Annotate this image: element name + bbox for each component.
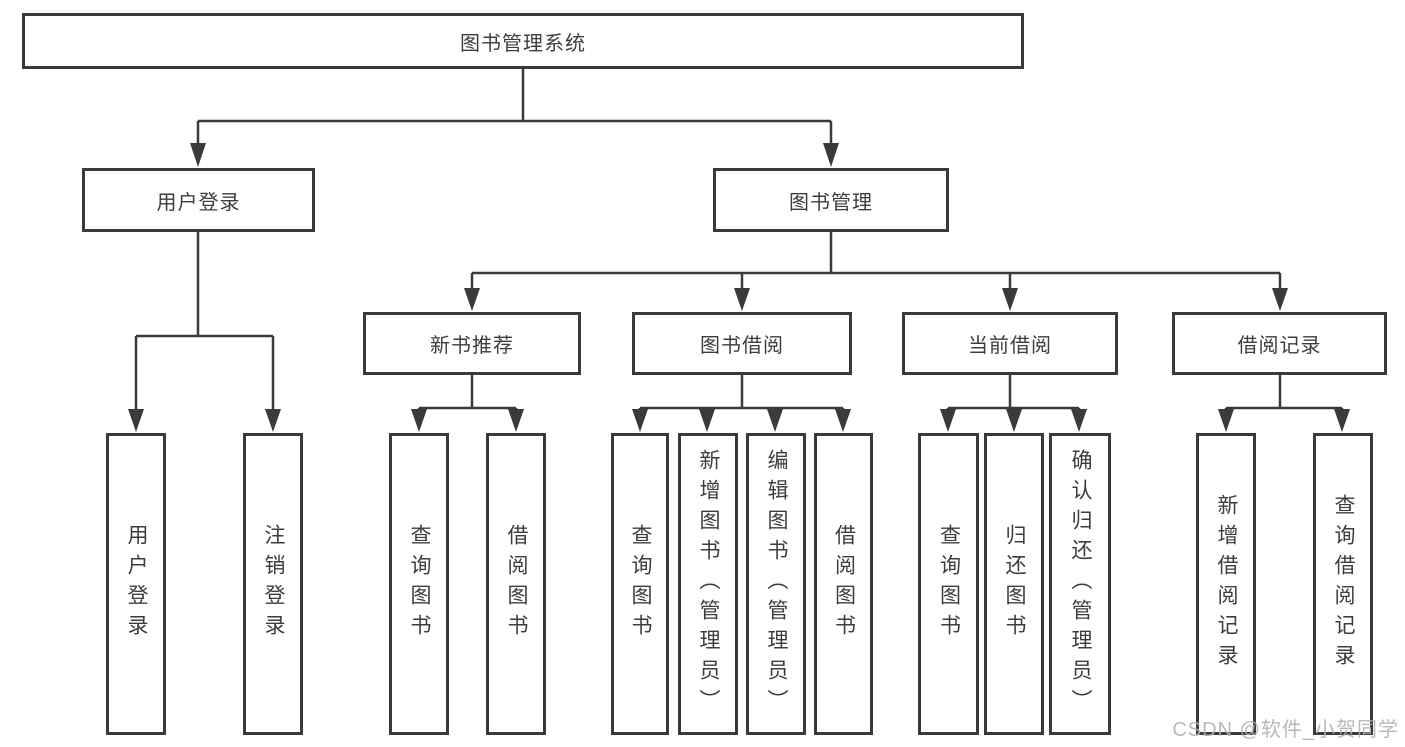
leaf-newbook-borrow-label: 借阅图书 bbox=[505, 524, 528, 644]
leaf-borrow-add-label: 新增图书（管理员） bbox=[697, 449, 720, 719]
node-user-login: 用户登录 bbox=[82, 168, 315, 232]
leaf-records-query: 查询借阅记录 bbox=[1313, 433, 1373, 735]
leaf-records-add: 新增借阅记录 bbox=[1196, 433, 1256, 735]
leaf-borrow-add: 新增图书（管理员） bbox=[678, 433, 738, 735]
leaf-current-query: 查询图书 bbox=[918, 433, 979, 735]
leaf-user-login: 用户登录 bbox=[106, 433, 166, 735]
leaf-newbook-query-label: 查询图书 bbox=[408, 524, 431, 644]
node-book-management-label: 图书管理 bbox=[789, 191, 873, 214]
node-borrow-records-label: 借阅记录 bbox=[1237, 335, 1322, 357]
leaf-current-return: 归还图书 bbox=[984, 433, 1044, 735]
leaf-borrow-query: 查询图书 bbox=[611, 433, 669, 735]
node-current-borrow-label: 当前借阅 bbox=[968, 335, 1052, 357]
node-root: 图书管理系统 bbox=[22, 13, 1024, 69]
node-book-borrow-label: 图书借阅 bbox=[700, 335, 784, 357]
node-borrow-records: 借阅记录 bbox=[1172, 312, 1387, 375]
leaf-current-confirm-return-label: 确认归还（管理员） bbox=[1069, 449, 1092, 719]
node-root-label: 图书管理系统 bbox=[460, 32, 586, 55]
node-book-borrow: 图书借阅 bbox=[632, 312, 852, 375]
leaf-borrow-query-label: 查询图书 bbox=[629, 524, 652, 644]
leaf-borrow-borrow: 借阅图书 bbox=[814, 433, 873, 735]
leaf-borrow-edit-label: 编辑图书（管理员） bbox=[765, 449, 788, 719]
leaf-newbook-query: 查询图书 bbox=[389, 433, 449, 735]
leaf-borrow-edit: 编辑图书（管理员） bbox=[746, 433, 806, 735]
leaf-records-add-label: 新增借阅记录 bbox=[1215, 494, 1238, 674]
leaf-records-query-label: 查询借阅记录 bbox=[1332, 494, 1355, 674]
node-book-management: 图书管理 bbox=[713, 168, 949, 232]
node-new-book-recommend: 新书推荐 bbox=[363, 312, 581, 375]
leaf-newbook-borrow: 借阅图书 bbox=[486, 433, 546, 735]
node-user-login-label: 用户登录 bbox=[156, 191, 241, 214]
leaf-user-login-label: 用户登录 bbox=[125, 524, 148, 644]
leaf-borrow-borrow-label: 借阅图书 bbox=[832, 524, 856, 644]
leaf-current-confirm-return: 确认归还（管理员） bbox=[1049, 433, 1111, 735]
node-current-borrow: 当前借阅 bbox=[902, 312, 1118, 375]
leaf-current-query-label: 查询图书 bbox=[937, 524, 961, 644]
leaf-logout: 注销登录 bbox=[243, 433, 303, 735]
leaf-current-return-label: 归还图书 bbox=[1003, 524, 1026, 644]
node-new-book-recommend-label: 新书推荐 bbox=[430, 335, 514, 357]
leaf-logout-label: 注销登录 bbox=[262, 524, 285, 644]
